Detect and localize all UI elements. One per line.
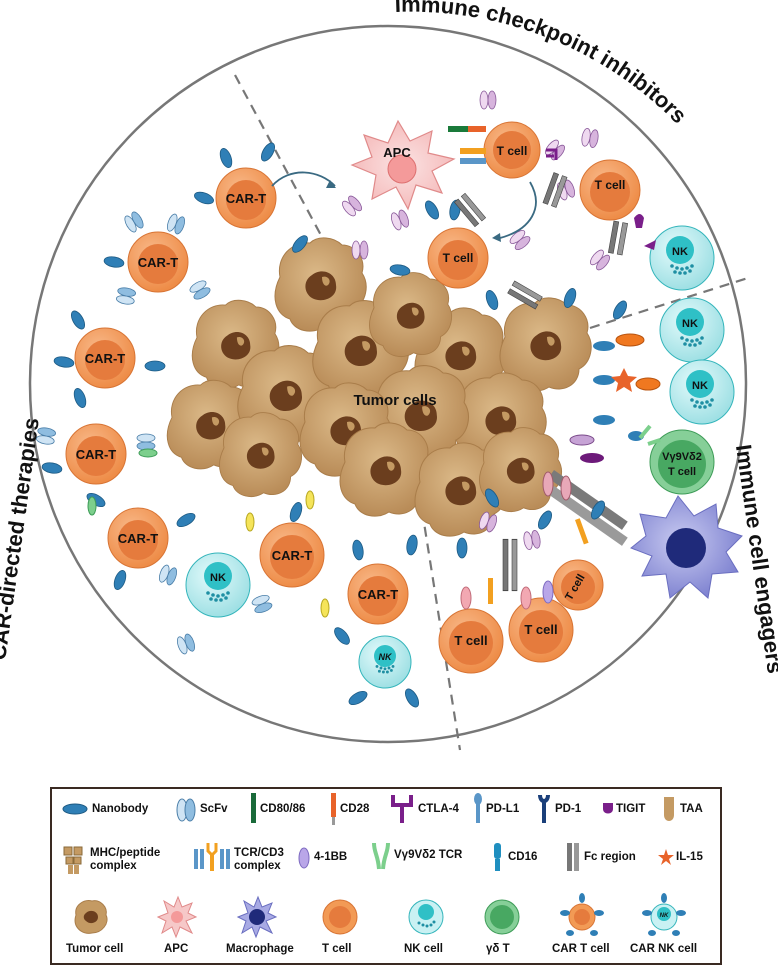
nk-cell: NK <box>659 297 725 363</box>
cd16-icon <box>494 843 501 871</box>
gamma-delta-t-cell: Vγ9Vδ2 T cell <box>649 429 715 495</box>
apc-cell: APC <box>350 119 456 211</box>
svg-text:NK: NK <box>692 380 708 392</box>
t-cell: T cell <box>483 121 541 179</box>
svg-text:CAR-T: CAR-T <box>138 255 178 270</box>
legend: Nanobody ScFv CD80/86 CD28 CTLA-4 PD-L1 … <box>50 787 722 965</box>
nk-cell-icon <box>408 899 444 935</box>
macrophage-cell <box>630 495 743 599</box>
svg-text:NK: NK <box>660 913 669 919</box>
section-title-car: CAR-directed therapies <box>0 416 44 662</box>
macrophage-icon <box>236 895 278 939</box>
svg-text:CAR-T: CAR-T <box>85 351 125 366</box>
svg-text:APC: APC <box>383 145 411 160</box>
pd1-icon <box>538 794 550 823</box>
svg-text:NK: NK <box>210 572 226 584</box>
mhc-peptide-icon <box>63 846 83 874</box>
t-cell: T cell <box>438 608 504 674</box>
svg-text:NK: NK <box>682 318 698 330</box>
svg-text:Vγ9Vδ2: Vγ9Vδ2 <box>662 451 702 463</box>
nanobody-icon <box>62 803 88 815</box>
car-nk-cell: NK <box>185 552 251 618</box>
svg-text:T cell: T cell <box>443 251 474 265</box>
nk-cell: NK <box>649 225 715 291</box>
car-t-cell: CAR-T <box>215 167 277 229</box>
car-t-cell: CAR-T <box>74 327 136 389</box>
vg9vd2-tcr-icon <box>372 842 390 870</box>
svg-text:CAR-T: CAR-T <box>358 587 398 602</box>
svg-text:CAR-T: CAR-T <box>226 191 266 206</box>
car-t-cell: CAR-T <box>259 522 325 588</box>
tumor-mass <box>166 237 592 537</box>
svg-text:NK: NK <box>672 246 688 258</box>
car-nk-cell-icon: NK <box>642 893 686 936</box>
tumor-cells-label: Tumor cells <box>353 392 436 409</box>
ctla4-icon <box>391 795 413 823</box>
svg-text:CAR-T: CAR-T <box>118 531 158 546</box>
svg-text:T cell: T cell <box>454 633 487 648</box>
car-t-cell: CAR-T <box>127 231 189 293</box>
cd80-86-icon <box>251 793 256 823</box>
cd28-icon <box>331 793 336 825</box>
svg-text:T cell: T cell <box>595 178 626 192</box>
taa-icon <box>664 797 674 821</box>
t-cell-icon <box>322 899 358 935</box>
svg-text:T cell: T cell <box>497 144 528 158</box>
apc-icon <box>156 895 198 939</box>
t-cell: T cell <box>579 159 641 221</box>
t-cell: T cell <box>508 597 574 663</box>
svg-text:CAR-T: CAR-T <box>76 447 116 462</box>
car-t-cell-icon <box>560 893 604 936</box>
svg-text:T cell: T cell <box>668 466 696 478</box>
diagram-canvas: Immune checkpoint inhibitors CAR-directe… <box>0 0 778 751</box>
tcr-cd3-icon <box>194 843 230 871</box>
t-cell: T cell <box>552 559 604 611</box>
car-t-cell: CAR-T <box>107 507 169 569</box>
outer-circle <box>28 24 748 744</box>
gd-t-icon <box>484 899 520 935</box>
pdl1-icon <box>474 793 482 823</box>
fc-region-icon <box>567 843 579 871</box>
car-t-cell: CAR-T <box>65 423 127 485</box>
svg-text:T cell: T cell <box>524 622 557 637</box>
41bb-icon <box>298 847 310 869</box>
molecule-decorations <box>35 90 661 710</box>
svg-text:NK: NK <box>379 652 393 662</box>
t-cell: T cell <box>427 227 489 289</box>
section-title-checkpoint: Immune checkpoint inhibitors <box>394 0 691 128</box>
divider-right <box>589 276 749 330</box>
tigit-icon <box>603 803 613 814</box>
il15-star-icon <box>658 849 674 865</box>
scfv-icon <box>176 798 196 822</box>
svg-text:CAR-T: CAR-T <box>272 548 312 563</box>
car-t-cell: CAR-T <box>347 563 409 625</box>
tumor-cell-icon <box>74 900 108 934</box>
section-title-engagers: Immune cell engagers <box>731 443 778 675</box>
nk-cell: NK <box>669 359 735 425</box>
car-nk-cell: NK <box>358 635 412 689</box>
